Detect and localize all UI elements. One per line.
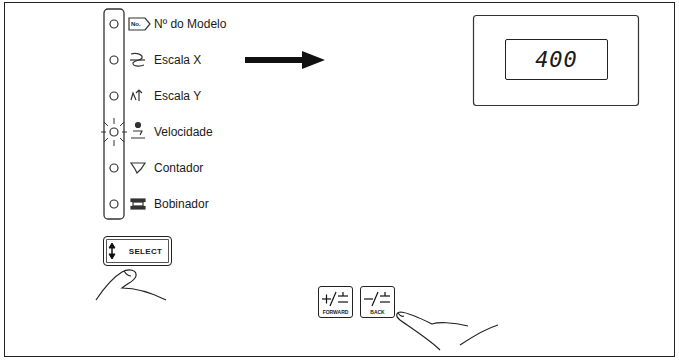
model-icon-text: No. [131,20,141,28]
mode-label: Escala Y [154,89,201,103]
display-housing [474,16,639,106]
seven-segment-display: 400 [505,39,608,80]
node-text: SELECT [129,247,162,256]
back-key: BACK [360,286,395,318]
node-text: BACK [370,309,384,315]
node-text: FORWARD [323,309,349,315]
select-arrow [109,243,115,259]
mode-label: Velocidade [154,125,213,139]
mode-label: Bobinador [154,197,209,211]
mode-label: Contador [154,161,203,175]
pressing-finger [96,270,498,350]
led-rays [101,118,127,146]
led-lamps [110,20,118,208]
frame [5,3,675,357]
forward-key: FORWARD [318,286,353,318]
select-button: SELECT [103,236,172,266]
mode-icons [129,18,150,209]
mode-label: Escala X [154,53,201,67]
mode-label: Nº do Modelo [154,17,226,31]
node-text: 400 [535,47,578,72]
key-icons [322,292,390,306]
led-strip [104,9,124,219]
pointer-arrow [245,51,325,69]
